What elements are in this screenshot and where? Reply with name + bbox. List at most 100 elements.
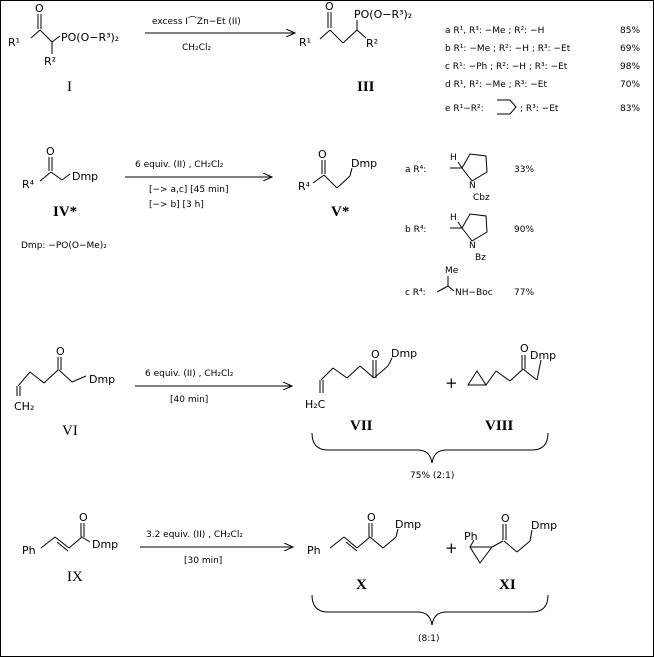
reactant-r2-label: R² [44,55,56,68]
compound-III-label: III [357,79,375,95]
svg-text:N: N [469,241,476,251]
iv-r4-label: R⁴ [22,178,35,191]
vii-h2c-label: H₂C [305,398,326,411]
compound-VIII-structure [467,355,542,386]
scheme1-reagent-label: excess I⌒Zn−Et (II) [152,16,241,27]
svg-text:H: H [450,153,457,163]
compound-X-structure [329,523,399,552]
plus-sign-1: + [445,374,458,392]
yield-c: 98% [620,62,640,72]
iv-carbonyl-oxygen-label: O [46,145,55,158]
r4-b-group: Bz [475,253,486,263]
compound-V-label: V* [331,204,349,220]
yield-d: 70% [620,80,640,90]
svg-text:N: N [469,181,476,191]
xi-carbonyl-oxygen-label: O [501,512,510,525]
vi-ch2-label: CH₂ [14,400,34,413]
scheme3-condition: [40 min] [170,395,208,405]
ix-ph-label: Ph [22,544,36,557]
x-ph-label: Ph [307,544,321,557]
r4-a-yield: 33% [514,165,534,175]
compound-XI-structure [469,524,533,564]
scheme2-condition-2: [−> b] [3 h] [149,200,204,210]
product-r2-label: R² [366,37,378,50]
compound-VIII-label: VIII [485,418,514,434]
compound-III-structure [319,12,367,44]
pyrrolidine-bz-icon: H N [450,213,488,251]
compound-X-label: X [356,577,367,593]
scheme3-reagent-label: 6 equiv. (II) , CH₂Cl₂ [145,369,234,379]
scheme-3: O Dmp CH₂ VI 6 equiv. (II) , CH₂Cl₂ [40 … [14,342,556,481]
carbonyl-oxygen-label: O [35,2,44,15]
compound-IV-structure [39,157,71,182]
reactant-phosphonate-label: PO(O−R³)₂ [61,31,119,44]
scheme-1: O R¹ PO(O−R³)₂ R² I excess I⌒Zn−Et (II) … [8,0,640,115]
compound-VI-label: VI [62,423,78,439]
substituent-b: b R¹: −Me ; R²: −H ; R³: −Et [445,44,571,54]
scheme-2: O R⁴ Dmp IV* Dmp: −PO(O−Me)₂ 6 equiv. (I… [21,145,534,298]
ix-carbonyl-oxygen-label: O [79,511,88,524]
substituent-e-tail: ; R³: −Et [520,104,559,114]
compound-VI-structure [16,357,87,396]
substituent-d: d R¹, R²: −Me ; R³: −Et [445,80,547,90]
x-dmp-label: Dmp [395,518,421,531]
compound-VII-structure [319,357,393,393]
pyrrolidine-cbz-icon: H N [450,153,488,191]
substituent-c: c R¹: −Ph ; R²: −H ; R³: −Et [445,62,568,72]
r4-c-group: NH−Boc [455,288,493,298]
compound-I-structure [30,14,61,54]
v-r4-label: R⁴ [298,180,311,193]
vii-dmp-label: Dmp [391,347,417,360]
product-carbonyl-oxygen-label: O [325,0,334,13]
scheme-4: O Ph Dmp IX 3.2 equiv. (II) , CH₂Cl₂ [30… [22,511,557,644]
r4-b-label: b R⁴: [405,225,426,235]
viii-carbonyl-oxygen-label: O [520,342,529,355]
trimethylene-bridge-icon [497,99,517,115]
xi-ph-label: Ph [464,530,478,543]
compound-XI-label: XI [499,577,516,593]
vi-carbonyl-oxygen-label: O [56,345,65,358]
v-carbonyl-oxygen-label: O [318,148,327,161]
yield-a: 85% [620,26,640,36]
product-brace-2 [311,594,549,626]
compound-VII-label: VII [350,418,373,434]
compound-I-label: I [67,79,72,95]
r4-a-label: a R⁴: [405,165,426,175]
compound-IX-label: IX [67,569,83,585]
iv-dmp-label: Dmp [72,170,98,183]
scheme3-yield: 75% (2:1) [410,471,454,481]
compound-IX-structure [40,523,91,552]
yield-b: 69% [620,44,640,54]
yield-e: 83% [620,104,640,114]
product-r1-label: R¹ [299,36,311,49]
product-brace-1 [311,432,549,464]
vii-carbonyl-oxygen-label: O [371,348,380,361]
scheme4-reagent-label: 3.2 equiv. (II) , CH₂Cl₂ [146,530,243,540]
svg-text:H: H [450,213,457,223]
scheme1-solvent-label: CH₂Cl₂ [182,43,211,53]
x-carbonyl-oxygen-label: O [367,511,376,524]
plus-sign-2: + [445,539,458,557]
xi-dmp-label: Dmp [531,519,557,532]
ix-dmp-label: Dmp [92,538,118,551]
r4-c-yield: 77% [514,288,534,298]
vi-dmp-label: Dmp [89,373,115,386]
scheme2-reagent-label: 6 equiv. (II) , CH₂Cl₂ [135,160,224,170]
dmp-definition: Dmp: −PO(O−Me)₂ [21,241,107,251]
scheme1-substituent-list: a R¹, R³: −Me ; R²: −H 85% b R¹: −Me ; R… [445,26,640,115]
r4-c-methyl: Me [445,266,459,276]
compound-IV-label: IV* [53,204,77,220]
compound-V-structure [312,160,353,189]
scheme2-condition-1: [−> a,c] [45 min] [149,185,228,195]
substituent-a: a R¹, R³: −Me ; R²: −H [445,26,544,36]
scheme4-ratio: (8:1) [418,634,440,644]
substituent-e: e R¹−R²: [445,104,484,114]
boc-amino-icon [436,276,455,293]
v-dmp-label: Dmp [351,157,377,170]
reactant-r1-label: R¹ [8,36,20,49]
scheme4-condition: [30 min] [184,556,222,566]
viii-dmp-label: Dmp [530,349,556,362]
